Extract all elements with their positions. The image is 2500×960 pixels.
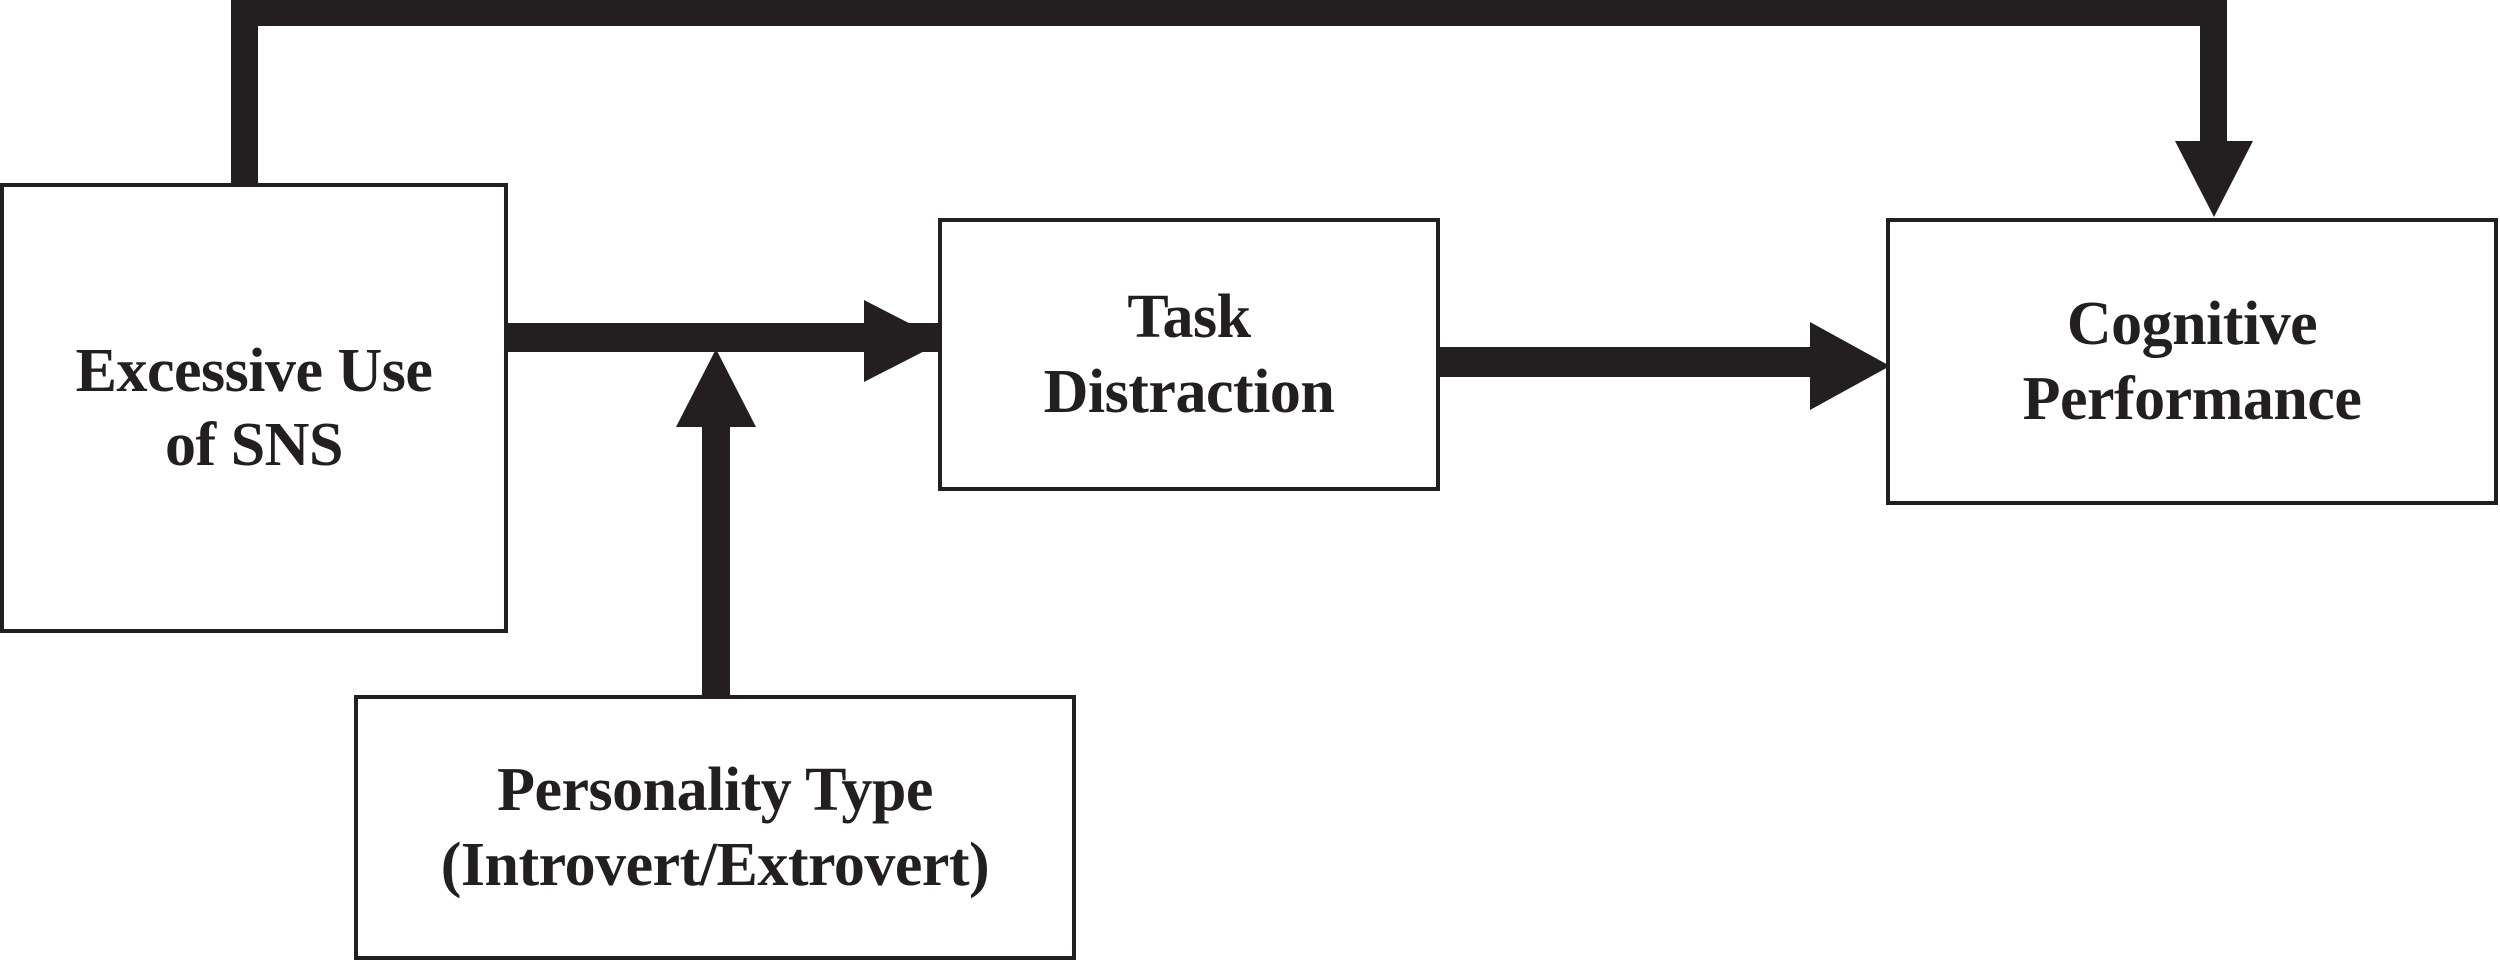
edge-personality-arrowhead: [676, 349, 756, 427]
edge-personality-moderator: [676, 349, 756, 698]
node-cognitive-performance-label: Cognitive Performance: [2022, 290, 2362, 433]
node-personality-type-label: Personality Type (Introvert/Extrovert): [440, 756, 990, 899]
node-personality-type[interactable]: Personality Type (Introvert/Extrovert): [354, 695, 1076, 960]
edge-sns-to-cog-descender: [2200, 0, 2227, 145]
edge-task-to-cog-arrowhead: [1810, 322, 1890, 410]
edge-sns-to-cognitive-performance: [231, 0, 2253, 217]
node-task-distraction-label: Task Distraction: [1043, 283, 1335, 426]
node-task-distraction[interactable]: Task Distraction: [938, 218, 1440, 491]
edge-sns-to-cog-top-run: [231, 0, 2227, 26]
edge-sns-to-cog-arrowhead: [2175, 141, 2253, 217]
node-excessive-use-of-sns[interactable]: Excessive Use of SNS: [0, 183, 508, 633]
node-excessive-use-of-sns-label: Excessive Use of SNS: [75, 336, 433, 479]
edge-task-to-cog-shaft: [1440, 347, 1810, 377]
edge-task-to-cognitive-performance: [1440, 322, 1890, 410]
edge-sns-to-task-distraction: [508, 300, 944, 382]
edge-sns-to-task-arrowhead: [864, 300, 944, 382]
node-cognitive-performance[interactable]: Cognitive Performance: [1886, 218, 2498, 505]
edge-personality-shaft: [702, 420, 730, 698]
edge-sns-to-cog-riser: [231, 0, 258, 190]
